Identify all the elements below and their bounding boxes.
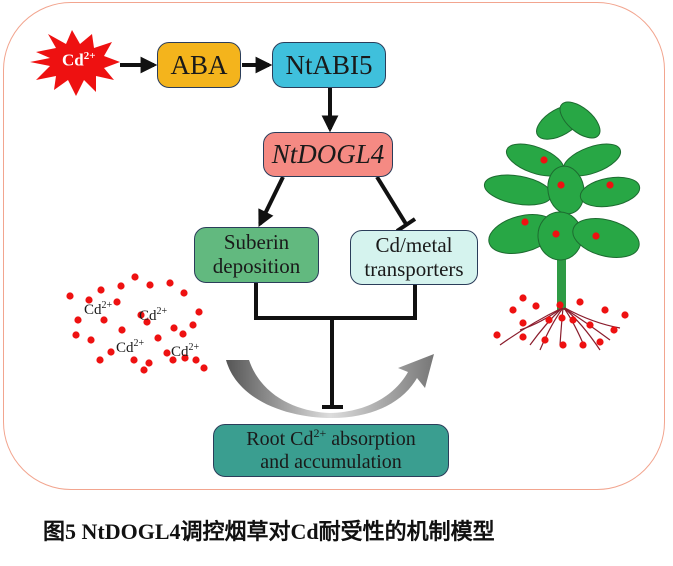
soil-cd-ions bbox=[66, 273, 208, 374]
leaf bbox=[559, 101, 601, 139]
cd-ion-dot bbox=[532, 302, 540, 310]
inhibit-ntdogl4-to-transporters bbox=[375, 175, 408, 226]
node-root-cd-absorption: Root Cd2+ absorption and accumulation bbox=[213, 424, 449, 477]
cd-ion-dot bbox=[195, 308, 203, 316]
curved-uptake-arrow-icon bbox=[226, 354, 434, 418]
cd-ion-dot bbox=[130, 356, 138, 364]
cd-ion-dot bbox=[557, 181, 565, 189]
cd-ion-dot bbox=[96, 356, 104, 364]
cd-ion-dot bbox=[146, 281, 154, 289]
soil-ion-label: Cd2+ bbox=[84, 300, 113, 318]
leaf bbox=[547, 165, 585, 215]
cd-ion-dot bbox=[610, 326, 618, 334]
cd-ion-dot bbox=[100, 316, 108, 324]
cd-ion-dot bbox=[117, 282, 125, 290]
cd-ion-dot bbox=[559, 341, 567, 349]
node-cd-metal-transporters: Cd/metal transporters bbox=[350, 230, 478, 285]
cd-ion-dot bbox=[169, 356, 177, 364]
cd-ion-dot bbox=[97, 286, 105, 294]
node-ntdogl4: NtDOGL4 bbox=[263, 132, 393, 177]
cd-ion-dot bbox=[509, 306, 517, 314]
cd-ion-dot bbox=[118, 326, 126, 334]
inhibit-bar-transporters bbox=[395, 217, 417, 233]
cd-ion-dot bbox=[579, 341, 587, 349]
cd-ion-dot bbox=[87, 336, 95, 344]
cd-ion-dot bbox=[541, 336, 549, 344]
cd-ion-dot bbox=[521, 218, 529, 226]
root bbox=[499, 307, 563, 346]
arrow-ntdogl4-to-suberin bbox=[258, 176, 285, 228]
cd-ion-dot bbox=[519, 333, 527, 341]
cd-ion-dot bbox=[181, 354, 189, 362]
cd-ion-dot bbox=[592, 232, 600, 240]
root bbox=[539, 307, 564, 351]
cd-ion-dot bbox=[569, 316, 577, 324]
cd-ion-dot bbox=[192, 356, 200, 364]
cd-ion-dot bbox=[145, 359, 153, 367]
cd-ion-dot bbox=[179, 330, 187, 338]
node-suberin-deposition: Suberin deposition bbox=[194, 227, 319, 283]
combine-bracket bbox=[254, 283, 417, 320]
cd-ion-dot bbox=[540, 156, 548, 164]
cd-ion-dot bbox=[72, 331, 80, 339]
cd-ion-dot bbox=[189, 321, 197, 329]
cd-ion-dot bbox=[601, 306, 609, 314]
cd-ion-dot bbox=[131, 273, 139, 281]
root bbox=[559, 307, 564, 346]
cd-ion-dot bbox=[586, 321, 594, 329]
cd-ion-dot bbox=[107, 348, 115, 356]
cd-ion-dot bbox=[166, 279, 174, 287]
cd-ion-dot bbox=[163, 349, 171, 357]
soil-ion-label: Cd2+ bbox=[139, 306, 168, 324]
cd-ion-dot bbox=[113, 298, 121, 306]
cd-ion-dot bbox=[606, 181, 614, 189]
figure-caption: 图5 NtDOGL4调控烟草对Cd耐受性的机制模型 bbox=[43, 519, 495, 544]
cd-ion-dot bbox=[519, 319, 527, 327]
cd-ion-dot bbox=[85, 296, 93, 304]
cd-ion-dot bbox=[596, 338, 604, 346]
cd-ion-dot bbox=[180, 289, 188, 297]
cd-ion-dot bbox=[558, 314, 566, 322]
stimulus-label: Cd2+ bbox=[62, 50, 96, 70]
node-ntabi5: NtABI5 bbox=[272, 42, 386, 88]
tobacco-plant-icon bbox=[483, 101, 641, 351]
leaf bbox=[579, 176, 641, 208]
leaf bbox=[572, 218, 640, 258]
cd-ion-dot bbox=[66, 292, 74, 300]
root bbox=[563, 307, 601, 351]
cd-ion-dot bbox=[552, 230, 560, 238]
cd-ion-dot bbox=[143, 318, 151, 326]
cd-ion-dot bbox=[170, 324, 178, 332]
soil-ion-label: Cd2+ bbox=[116, 338, 145, 356]
diagram-frame bbox=[3, 2, 665, 490]
cd-ion-dot bbox=[74, 316, 82, 324]
node-aba: ABA bbox=[157, 42, 241, 88]
soil-ion-label: Cd2+ bbox=[171, 342, 200, 360]
cd-ion-dot bbox=[154, 334, 162, 342]
cd-ion-dot bbox=[556, 301, 564, 309]
starburst-icon bbox=[30, 30, 120, 96]
cd-ion-dot bbox=[621, 311, 629, 319]
root bbox=[529, 307, 563, 346]
leaf bbox=[483, 174, 553, 206]
cd-ion-dot bbox=[519, 294, 527, 302]
cd-ion-dot bbox=[576, 298, 584, 306]
cd-ion-dot bbox=[545, 316, 553, 324]
cd-ion-dot bbox=[200, 364, 208, 372]
cd-ion-dot bbox=[493, 331, 501, 339]
cd-ion-dot bbox=[140, 366, 148, 374]
cd-ion-dot bbox=[137, 311, 145, 319]
